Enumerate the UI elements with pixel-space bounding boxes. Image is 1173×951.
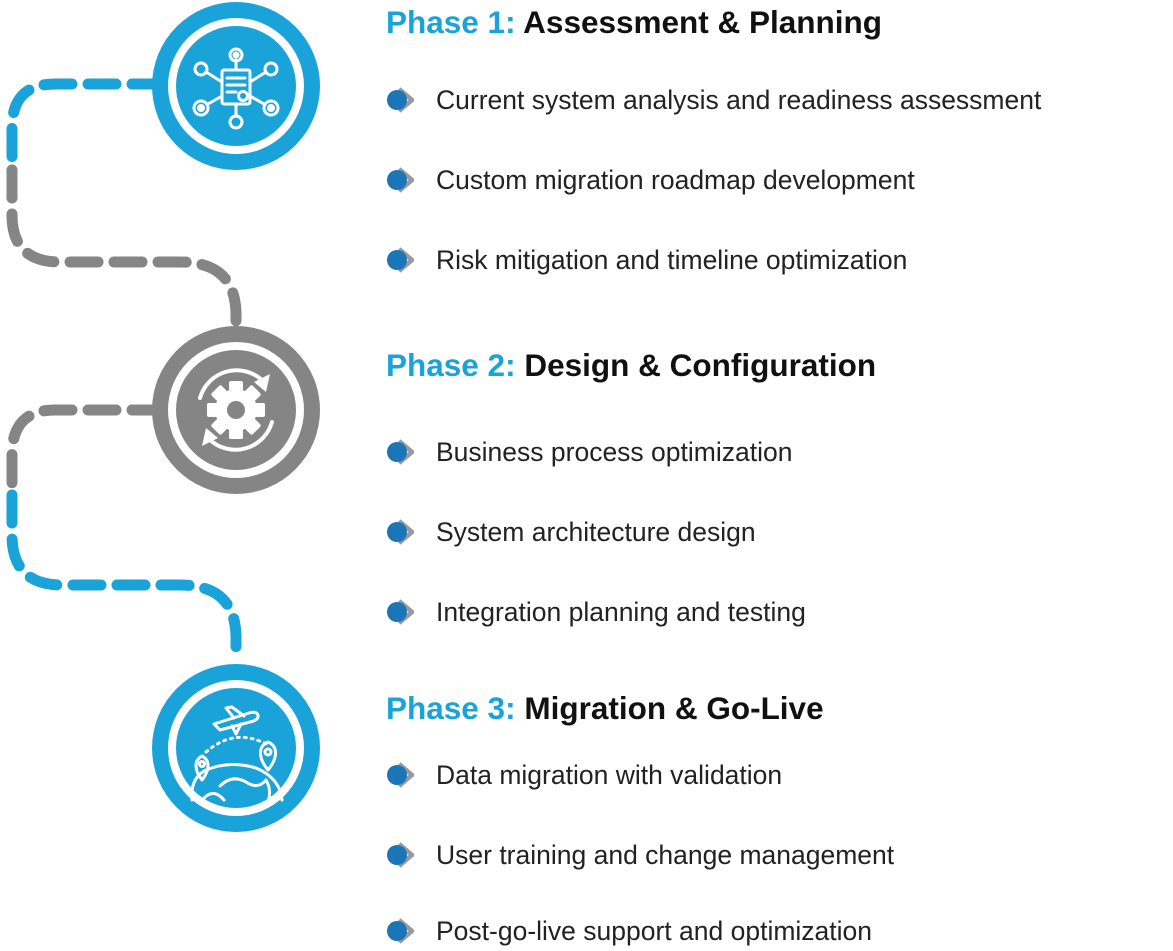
phase-1-number: Phase 1: bbox=[386, 4, 516, 40]
phase-2-circle bbox=[152, 326, 320, 494]
connector-2-left-gray bbox=[6, 404, 166, 501]
phase-2-number: Phase 2: bbox=[386, 347, 516, 383]
phase-3-name: Migration & Go-Live bbox=[524, 690, 824, 726]
phase-3-item-3: Post-go-live support and optimization bbox=[386, 911, 872, 951]
bullet-chevron-icon bbox=[387, 519, 414, 545]
phase-3-item-2-text: User training and change management bbox=[436, 839, 895, 870]
bullet-chevron-icon bbox=[387, 599, 414, 625]
connector-2-3-blue bbox=[6, 489, 242, 668]
gear-cycle-icon bbox=[198, 368, 274, 452]
connector-1-2-gray bbox=[6, 164, 242, 344]
phase-1-circle bbox=[152, 2, 320, 170]
phase-2-item-1-text: Business process optimization bbox=[436, 436, 793, 467]
phase-2-title: Phase 2: Design & Configuration bbox=[386, 347, 877, 383]
phase-2-name: Design & Configuration bbox=[524, 347, 877, 383]
phase-1-title: Phase 1: Assessment & Planning bbox=[386, 4, 883, 40]
phase-3-item-1: Data migration with validation bbox=[386, 755, 782, 795]
bullet-chevron-icon bbox=[387, 247, 414, 273]
timeline-graphic bbox=[6, 2, 320, 832]
phase-1-name: Assessment & Planning bbox=[523, 4, 883, 40]
phase-2-item-2-text: System architecture design bbox=[436, 516, 756, 547]
phase-3-item-2: User training and change management bbox=[386, 835, 894, 875]
airplane-globe-icon bbox=[190, 705, 284, 804]
bullet-chevron-icon bbox=[387, 918, 414, 944]
phase-1-item-3-text: Risk mitigation and timeline optimizatio… bbox=[436, 244, 908, 275]
bullet-chevron-icon bbox=[387, 762, 414, 788]
phase-3-title: Phase 3: Migration & Go-Live bbox=[386, 690, 824, 726]
phase-3-item-3-text: Post-go-live support and optimization bbox=[436, 915, 873, 946]
bullet-chevron-icon bbox=[387, 167, 414, 193]
phase-1-item-3: Risk mitigation and timeline optimizatio… bbox=[386, 240, 907, 280]
phase-1-item-1: Current system analysis and readiness as… bbox=[386, 80, 1041, 120]
phase-3-item-1-text: Data migration with validation bbox=[436, 759, 783, 790]
bullet-chevron-icon bbox=[387, 439, 414, 465]
phase-3-circle bbox=[152, 664, 320, 832]
bullet-chevron-icon bbox=[387, 87, 414, 113]
network-document-icon bbox=[192, 47, 280, 130]
phase-1-item-2: Custom migration roadmap development bbox=[386, 160, 915, 200]
phase-3-number: Phase 3: bbox=[386, 690, 516, 726]
phase-1-item-1-text: Current system analysis and readiness as… bbox=[436, 84, 1042, 115]
bullet-chevron-icon bbox=[387, 842, 414, 868]
phase-2-item-3: Integration planning and testing bbox=[386, 592, 806, 632]
phase-1-item-2-text: Custom migration roadmap development bbox=[436, 164, 915, 195]
connector-top-blue bbox=[6, 78, 166, 176]
phase-2-item-3-text: Integration planning and testing bbox=[436, 596, 806, 627]
phase-2-item-2: System architecture design bbox=[386, 512, 756, 552]
phase-2-item-1: Business process optimization bbox=[386, 432, 792, 472]
